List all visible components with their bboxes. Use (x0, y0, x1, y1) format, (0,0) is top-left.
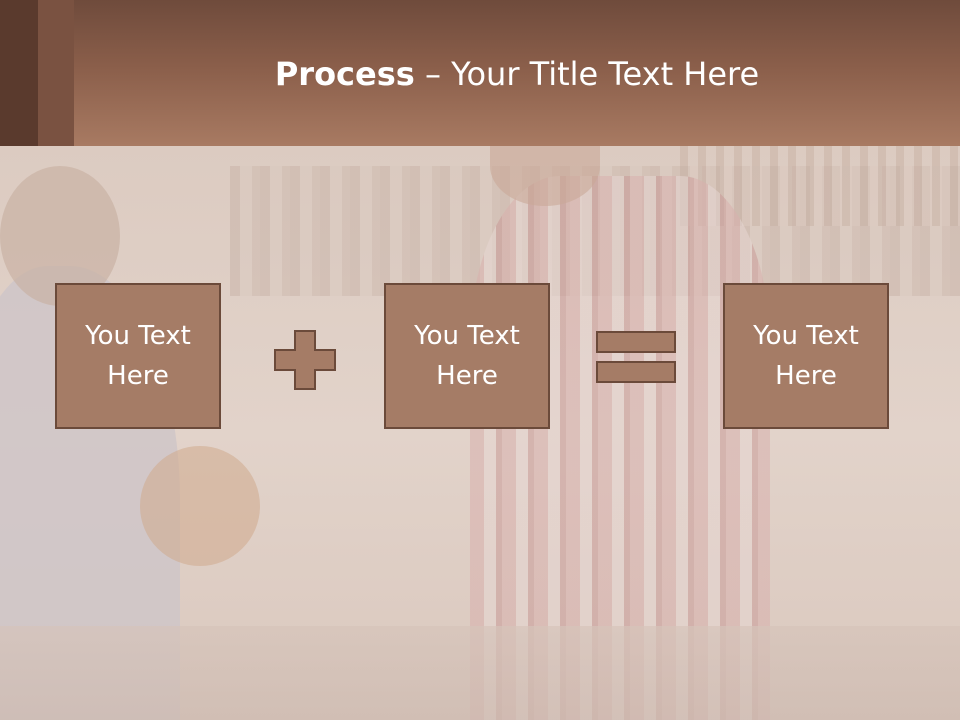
plus-icon (274, 330, 336, 390)
beer-tap (140, 446, 260, 566)
background-photo (0, 146, 960, 720)
customer-head (0, 166, 120, 306)
bar-counter (0, 626, 960, 720)
slide-title: Process – Your Title Text Here (74, 52, 960, 96)
title-rest: – Your Title Text Here (414, 55, 760, 93)
header-accent-dark (0, 0, 38, 146)
title-bold: Process (274, 55, 415, 93)
header-accent-mid (38, 0, 74, 146)
equals-icon (596, 331, 676, 385)
title-band: Process – Your Title Text Here (0, 0, 960, 146)
